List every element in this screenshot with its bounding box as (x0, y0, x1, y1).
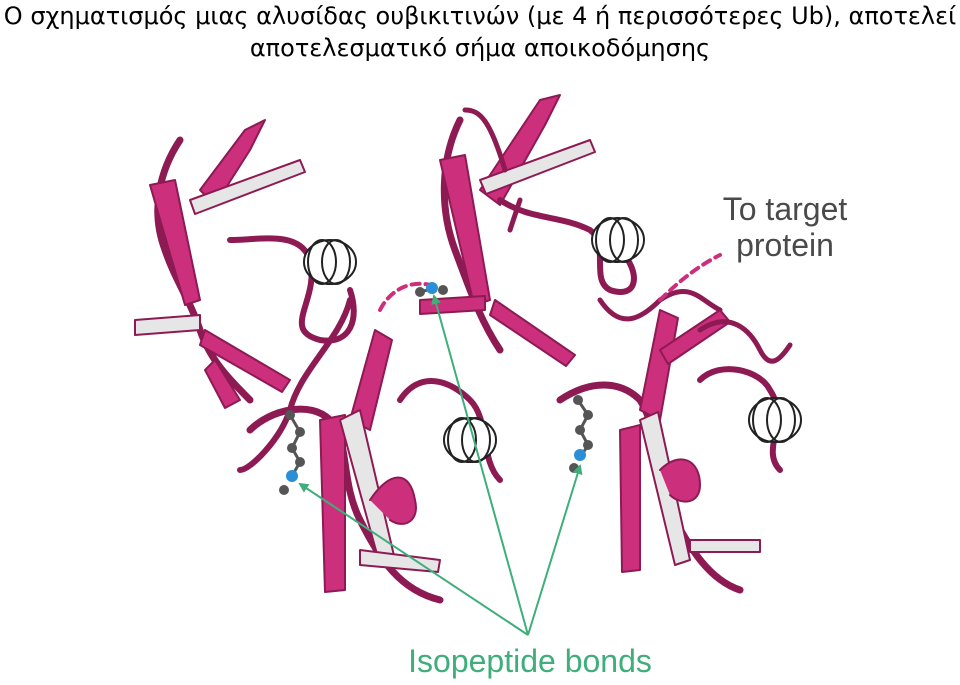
arrow-to-bond-1 (298, 482, 529, 636)
target-protein-label-line-1: To target (723, 191, 848, 227)
slide-title: Ο σχηματισμός μιας αλυσίδας ουβικιτινών … (0, 0, 960, 64)
target-protein-label-line-2: protein (736, 227, 834, 263)
arrow-to-bond-3 (527, 464, 583, 636)
arrow-to-bond-2 (431, 294, 529, 636)
isopeptide-pointer-arrows (298, 294, 583, 636)
ubiquitin-molecule-1 (134, 119, 357, 473)
ubiquitin-molecule-4 (556, 253, 802, 594)
title-line-1: Ο σχηματισμός μιας αλυσίδας ουβικιτινών … (3, 2, 957, 30)
title-line-2: αποτελεσματικό σήμα αποικοδόμησης (249, 34, 711, 62)
ubiquitin-molecule-2 (378, 94, 723, 367)
isopeptide-bonds-label: Isopeptide bonds (408, 643, 652, 679)
isopeptide-bond-2 (415, 282, 448, 297)
isopeptide-bond-3 (569, 395, 593, 473)
ubiquitin-molecule-3 (246, 329, 503, 604)
isopeptide-bond-1 (279, 410, 305, 495)
